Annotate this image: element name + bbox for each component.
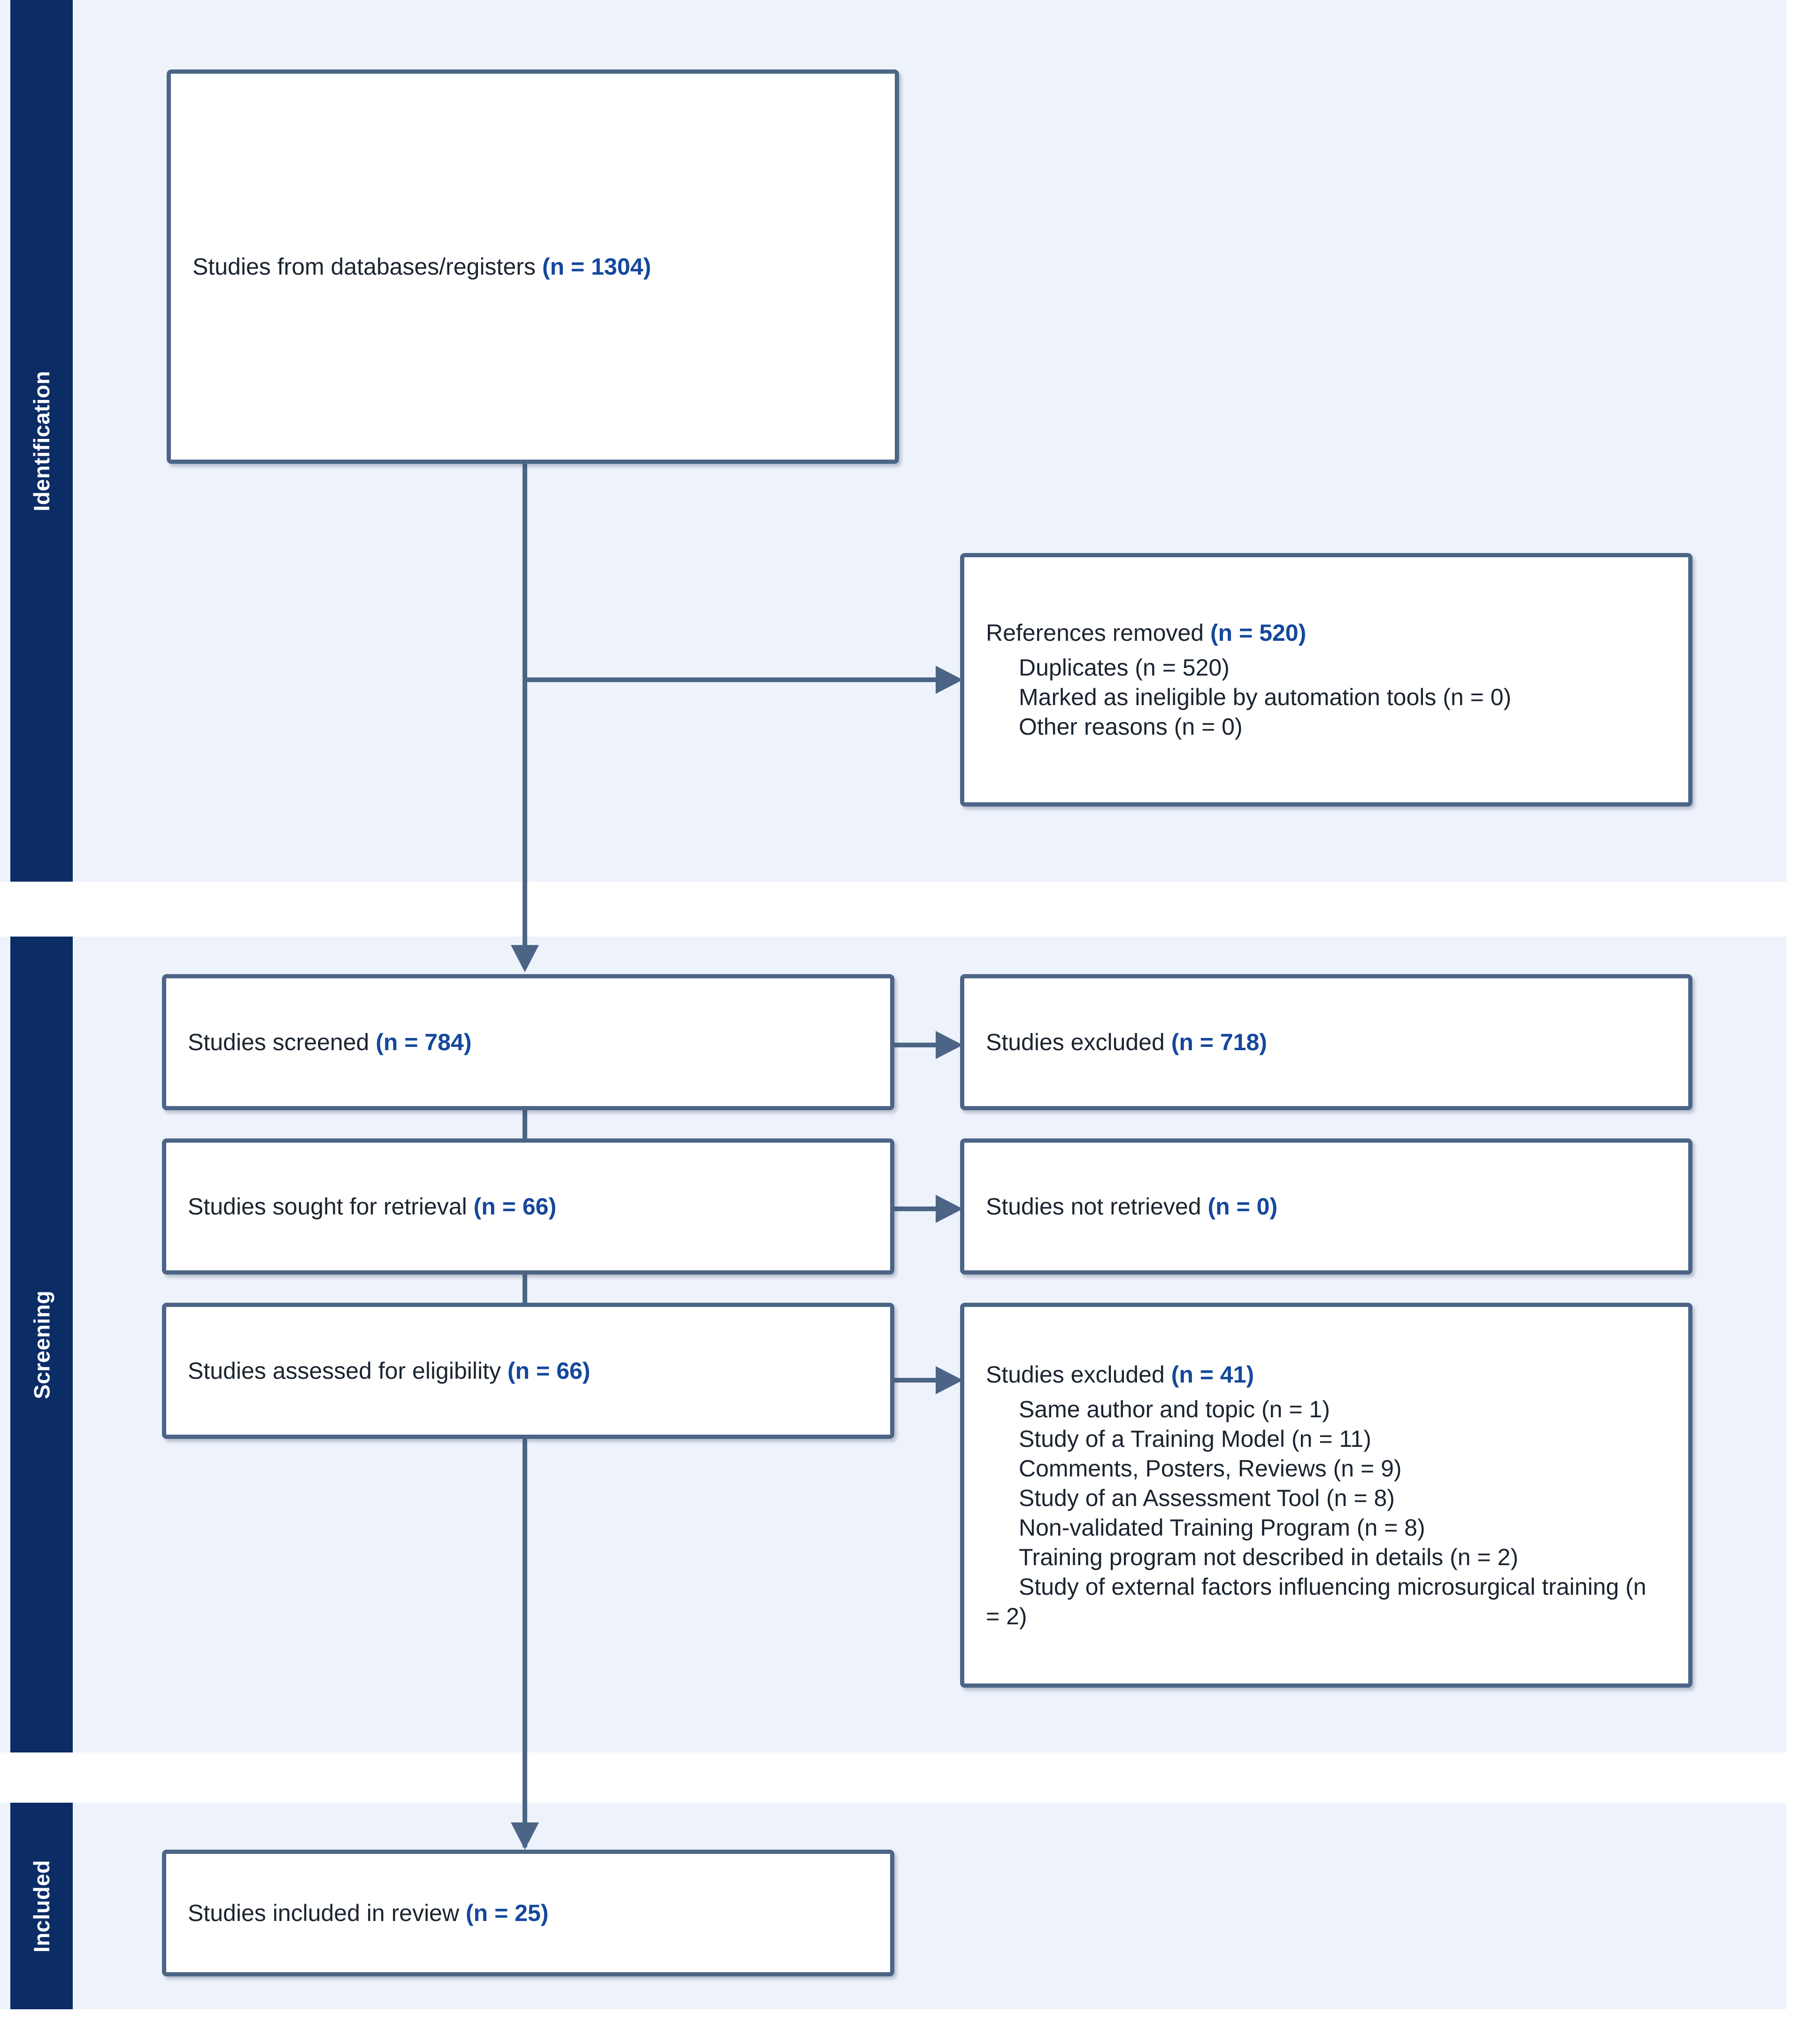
stage-tab-label-screening: Screening — [29, 1290, 54, 1399]
box-studies-sought-for-retrieval: Studies sought for retrieval (n = 66) — [162, 1138, 894, 1275]
arrow-to-included — [511, 1822, 539, 1850]
box-title-studies-screened: Studies screened (n = 784) — [188, 1027, 869, 1058]
box-references-removed: References removed (n = 520) Duplicates … — [960, 553, 1692, 807]
reason-item: Study of an Assessment Tool (n = 8) — [1019, 1484, 1395, 1511]
box-studies-included-in-review: Studies included in review (n = 25) — [162, 1850, 894, 1976]
count-studies-not-retrieved: (n = 0) — [1207, 1193, 1278, 1220]
stage-tab-included: Included — [10, 1803, 73, 2009]
label-studies-excluded-eligibility: Studies excluded — [986, 1361, 1171, 1388]
connector-screened-to-sought — [523, 1103, 527, 1148]
box-studies-assessed-for-eligibility: Studies assessed for eligibility (n = 66… — [162, 1303, 894, 1439]
label-studies-included-in-review: Studies included in review — [188, 1899, 466, 1926]
reason-item: Study of external factors influencing mi… — [986, 1573, 1646, 1629]
label-studies-assessed-for-eligibility: Studies assessed for eligibility — [188, 1357, 507, 1384]
arrow-to-screened — [511, 945, 539, 972]
label-studies-not-retrieved: Studies not retrieved — [986, 1193, 1208, 1220]
reason-item: Duplicates (n = 520) — [1019, 654, 1230, 681]
count-studies-excluded-screening: (n = 718) — [1171, 1029, 1267, 1055]
box-studies-not-retrieved: Studies not retrieved (n = 0) — [960, 1138, 1692, 1275]
box-title-studies-not-retrieved: Studies not retrieved (n = 0) — [986, 1191, 1667, 1222]
reason-item: Same author and topic (n = 1) — [1019, 1396, 1330, 1422]
box-title-references-removed: References removed (n = 520) — [986, 618, 1667, 648]
connector-sought-to-assessed — [523, 1268, 527, 1312]
arrow-assessed-to-excluded — [936, 1366, 963, 1394]
box-title-studies-assessed-for-eligibility: Studies assessed for eligibility (n = 66… — [188, 1356, 869, 1386]
reason-item: Training program not described in detail… — [1019, 1544, 1518, 1570]
reason-item: Other reasons (n = 0) — [1019, 714, 1243, 740]
count-studies-from-databases: (n = 1304) — [542, 253, 651, 280]
box-studies-excluded-screening: Studies excluded (n = 718) — [960, 974, 1692, 1110]
stage-tab-identification: Identification — [10, 0, 73, 882]
stage-tab-label-included: Included — [29, 1860, 54, 1952]
reason-item: Marked as ineligible by automation tools… — [1019, 684, 1512, 710]
count-studies-assessed-for-eligibility: (n = 66) — [507, 1357, 591, 1384]
connector-assessed-to-excluded — [894, 1378, 937, 1383]
label-studies-sought-for-retrieval: Studies sought for retrieval — [188, 1193, 474, 1220]
stage-tab-screening: Screening — [10, 937, 73, 1752]
reason-list-studies-excluded-eligibility: Same author and topic (n = 1) Study of a… — [986, 1395, 1667, 1631]
count-studies-screened: (n = 784) — [376, 1029, 472, 1055]
arrow-to-references-removed — [936, 666, 963, 694]
label-studies-from-databases: Studies from databases/registers — [192, 253, 542, 280]
box-title-studies-sought-for-retrieval: Studies sought for retrieval (n = 66) — [188, 1191, 869, 1222]
arrow-sought-to-not-retrieved — [936, 1195, 963, 1223]
connector-to-references-removed — [523, 677, 936, 682]
box-studies-excluded-eligibility: Studies excluded (n = 41) Same author an… — [960, 1303, 1692, 1688]
reason-item: Non-validated Training Program (n = 8) — [1019, 1514, 1425, 1541]
count-studies-included-in-review: (n = 25) — [466, 1899, 549, 1926]
connector-assessed-to-included — [523, 1434, 527, 1847]
stage-tab-label-identification: Identification — [29, 370, 54, 511]
box-title-studies-excluded-eligibility: Studies excluded (n = 41) — [986, 1360, 1667, 1390]
box-studies-screened: Studies screened (n = 784) — [162, 974, 894, 1110]
box-studies-from-databases: Studies from databases/registers (n = 13… — [167, 69, 899, 464]
connector-screened-to-excluded — [894, 1043, 937, 1047]
count-references-removed: (n = 520) — [1210, 620, 1307, 646]
label-studies-screened: Studies screened — [188, 1029, 376, 1055]
reason-item: Study of a Training Model (n = 11) — [1019, 1425, 1371, 1452]
reason-item: Comments, Posters, Reviews (n = 9) — [1019, 1455, 1402, 1482]
arrow-screened-to-excluded — [936, 1031, 963, 1059]
box-title-studies-included-in-review: Studies included in review (n = 25) — [188, 1898, 869, 1929]
connector-trunk-identification — [523, 461, 527, 968]
connector-sought-to-not-retrieved — [894, 1206, 937, 1211]
label-studies-excluded-screening: Studies excluded — [986, 1029, 1171, 1055]
label-references-removed: References removed — [986, 620, 1211, 646]
box-title-studies-from-databases: Studies from databases/registers (n = 13… — [192, 252, 873, 282]
reason-list-references-removed: Duplicates (n = 520) Marked as ineligibl… — [986, 653, 1667, 742]
count-studies-excluded-eligibility: (n = 41) — [1171, 1361, 1254, 1388]
box-title-studies-excluded-screening: Studies excluded (n = 718) — [986, 1027, 1667, 1058]
count-studies-sought-for-retrieval: (n = 66) — [473, 1193, 557, 1220]
